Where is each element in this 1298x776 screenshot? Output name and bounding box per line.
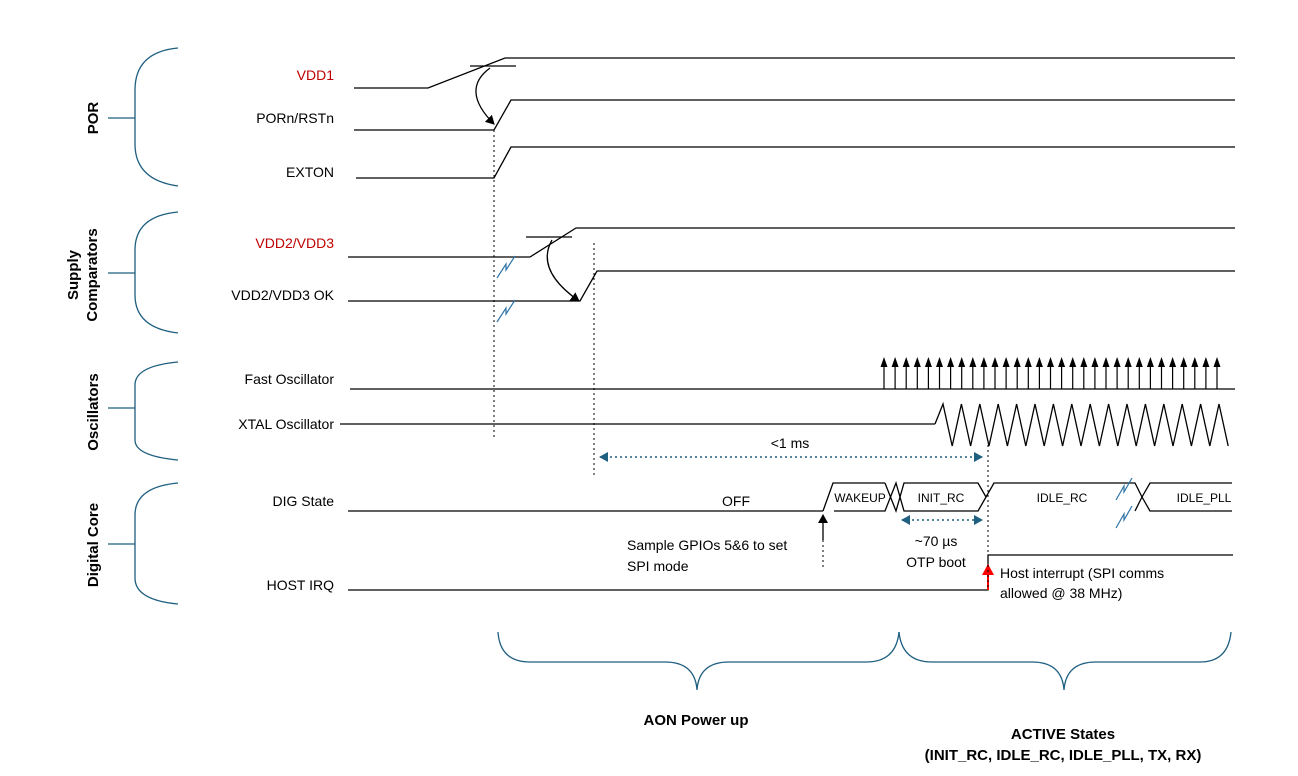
fast-osc-pulse-arrow xyxy=(1191,357,1199,367)
timing-label-70us-1: ~70 µs xyxy=(915,533,958,549)
fast-osc-pulse-arrow xyxy=(1202,357,1210,367)
fast-osc-pulse-arrow xyxy=(947,357,955,367)
fast-osc-pulse-arrow xyxy=(891,357,899,367)
signal-label-exton: EXTON xyxy=(286,164,334,180)
group-brace-por xyxy=(108,47,179,187)
fast-osc-pulse-arrow xyxy=(1013,357,1021,367)
group-brace-digital xyxy=(108,482,179,605)
group-brace-oscillators xyxy=(108,361,179,461)
fast-osc-pulse-arrow xyxy=(1091,357,1099,367)
fast-osc-pulse-arrow xyxy=(1113,357,1121,367)
waveform-fast-osc xyxy=(350,357,1235,390)
signal-label-xtal-osc: XTAL Oscillator xyxy=(238,416,334,432)
fast-osc-pulse-arrow xyxy=(1047,357,1054,367)
signal-label-porn-rstn: PORn/RSTn xyxy=(256,110,334,126)
fast-osc-pulse-arrow xyxy=(913,357,921,367)
timing-label-70us-2: OTP boot xyxy=(906,554,966,570)
annotation-sample-2: SPI mode xyxy=(627,558,689,574)
group-brace-supply xyxy=(108,211,179,334)
waveform-porn-rstn xyxy=(354,99,1235,131)
fast-osc-pulse-arrow xyxy=(936,357,943,367)
state-wakeup: WAKEUP xyxy=(834,491,886,505)
signal-label-host-irq: HOST IRQ xyxy=(267,577,335,593)
waveform-xtal-osc xyxy=(340,401,1229,447)
waveform-vdd1 xyxy=(354,57,1235,125)
fast-osc-pulse-arrow xyxy=(924,357,932,367)
state-idle-rc: IDLE_RC xyxy=(1037,491,1088,505)
fast-osc-pulse-arrow xyxy=(880,357,888,367)
fast-osc-pulse-arrow xyxy=(991,357,999,367)
phase-label-active-2: (INIT_RC, IDLE_RC, IDLE_PLL, TX, RX) xyxy=(925,747,1202,764)
state-off: OFF xyxy=(722,493,750,509)
annotation-sample-1: Sample GPIOs 5&6 to set xyxy=(627,537,787,553)
group-label-digital-core: Digital Core xyxy=(85,503,102,587)
signal-label-vdd1: VDD1 xyxy=(297,67,335,83)
fast-osc-pulse-arrow xyxy=(980,357,988,367)
phase-brace-active xyxy=(898,631,1232,691)
group-label-oscillators: Oscillators xyxy=(85,373,102,451)
waveform-vdd2-vdd3 xyxy=(348,227,1235,302)
fast-osc-pulse-arrow xyxy=(1146,357,1154,367)
waveform-exton xyxy=(356,146,1235,179)
signal-label-fast-osc: Fast Oscillator xyxy=(245,371,335,387)
fast-osc-pulse-arrow xyxy=(1135,357,1143,367)
state-idle-pll: IDLE_PLL xyxy=(1177,491,1232,505)
group-label-por: POR xyxy=(85,102,102,135)
break-marks-supply xyxy=(496,255,516,323)
annotation-host-int-1: Host interrupt (SPI comms xyxy=(1000,565,1164,581)
fast-osc-pulse-arrow xyxy=(1213,357,1221,367)
fast-osc-pulse-arrow xyxy=(1058,357,1066,367)
fast-osc-pulse-arrow xyxy=(1102,357,1110,367)
state-init-rc: INIT_RC xyxy=(918,491,965,505)
fast-osc-pulse-arrow xyxy=(1180,357,1188,367)
phase-label-active-1: ACTIVE States xyxy=(1011,726,1115,743)
fast-osc-pulse-arrow xyxy=(1158,357,1165,367)
fast-osc-pulse-arrow xyxy=(902,357,910,367)
phase-brace-aon xyxy=(497,631,900,691)
group-label-supply-2: Comparators xyxy=(84,228,101,321)
signal-label-vdd2-vdd3-ok: VDD2/VDD3 OK xyxy=(231,287,334,303)
signal-label-vdd2-vdd3: VDD2/VDD3 xyxy=(255,235,334,251)
group-label-supply-1: Supply xyxy=(65,249,82,300)
fast-osc-pulse-arrow xyxy=(1124,357,1132,367)
fast-osc-pulse-arrow xyxy=(1024,357,1032,367)
signal-label-dig-state: DIG State xyxy=(273,493,335,509)
fast-osc-pulse-arrow xyxy=(969,357,977,367)
fast-osc-pulse-arrow xyxy=(1035,357,1043,367)
waveform-dig-state xyxy=(348,477,1232,529)
fast-osc-pulse-arrow xyxy=(1069,357,1077,367)
waveform-vdd2-vdd3-ok xyxy=(348,270,1235,302)
fast-osc-pulse-arrow xyxy=(958,357,966,367)
fast-osc-pulse-arrow xyxy=(1002,357,1010,367)
fast-osc-pulse-arrow xyxy=(1080,357,1088,367)
timing-label-1ms: <1 ms xyxy=(771,435,810,451)
fast-osc-pulse-arrow xyxy=(1169,357,1177,367)
phase-label-aon: AON Power up xyxy=(643,712,748,729)
annotation-host-int-2: allowed @ 38 MHz) xyxy=(1000,585,1122,601)
